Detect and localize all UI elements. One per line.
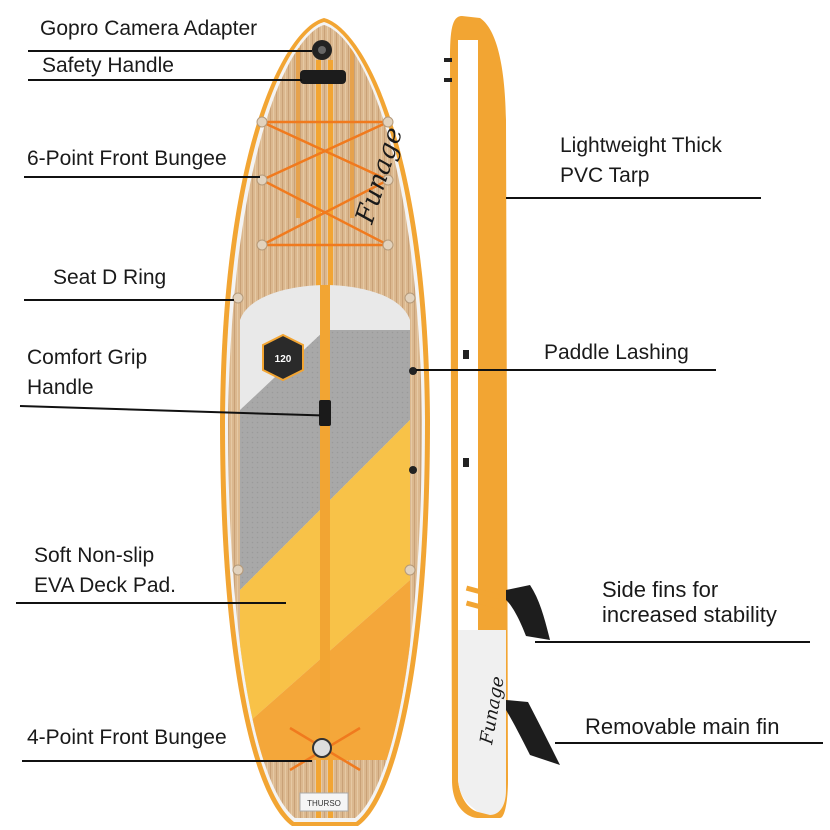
bungee-4-callout-line xyxy=(22,760,312,762)
svg-text:120: 120 xyxy=(275,354,292,365)
label-side-fins-line1: Side fins for xyxy=(602,577,719,602)
paddle-lashing-icon xyxy=(409,367,417,375)
board-top-view: Funage 120 THURSO xyxy=(220,18,430,826)
svg-text:THURSO: THURSO xyxy=(307,799,341,808)
label-6-point-front-bungee: 6-Point Front Bungee xyxy=(27,147,227,170)
label-side-fins-line2: increased stability xyxy=(602,602,777,627)
side-fins-callout-line xyxy=(535,641,810,643)
side-fin-icon xyxy=(506,585,550,640)
safety-handle-icon xyxy=(300,70,346,84)
label-comfort-grip-line2: Handle xyxy=(27,376,94,399)
gopro-callout-line xyxy=(28,50,312,52)
bungee-6-callout-line xyxy=(24,176,260,178)
deck-pad-callout-line xyxy=(16,602,286,604)
label-deck-pad-line1: Soft Non-slip xyxy=(34,544,155,567)
label-pvc-line1: Lightweight Thick xyxy=(560,134,722,157)
pvc-callout-line xyxy=(506,197,761,199)
label-pvc-line2: PVC Tarp xyxy=(560,164,650,187)
label-comfort-grip-line1: Comfort Grip xyxy=(27,346,148,369)
label-seat-d-ring: Seat D Ring xyxy=(53,266,167,289)
main-fin-icon xyxy=(506,700,560,765)
label-paddle-lashing: Paddle Lashing xyxy=(544,341,689,364)
eva-deck-pad xyxy=(240,285,410,760)
label-gopro-camera-adapter: Gopro Camera Adapter xyxy=(40,17,258,40)
label-removable-main-fin: Removable main fin xyxy=(585,714,780,739)
comfort-grip-handle-icon xyxy=(319,400,331,426)
label-safety-handle: Safety Handle xyxy=(42,54,174,77)
board-side-view: Funage xyxy=(444,16,560,818)
safety-handle-callout-line xyxy=(28,79,302,81)
main-fin-callout-line xyxy=(555,742,823,744)
seat-d-ring-icon xyxy=(232,292,244,304)
label-deck-pad-line2: EVA Deck Pad. xyxy=(34,574,177,597)
label-4-point-front-bungee: 4-Point Front Bungee xyxy=(27,726,227,749)
paddle-lashing-callout-line xyxy=(416,369,716,371)
size-badge: 120 xyxy=(262,333,304,382)
seat-d-ring-callout-line xyxy=(24,299,234,301)
